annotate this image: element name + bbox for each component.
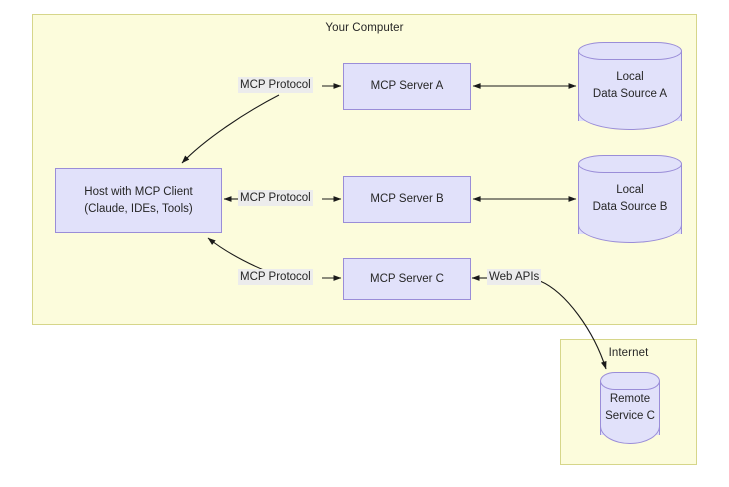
node-local-data-source-a-line2: Data Source A <box>592 88 668 100</box>
container-internet: Internet <box>560 339 697 465</box>
node-local-data-source-b[interactable]: Local Data Source B <box>578 155 682 243</box>
node-mcp-server-a[interactable]: MCP Server A <box>343 63 471 110</box>
node-remote-service-c-line2: Service C <box>605 410 655 422</box>
cylinder-top <box>578 155 682 173</box>
node-local-data-source-b-line2: Data Source B <box>592 201 668 213</box>
node-host-with-mcp-client[interactable]: Host with MCP Client (Claude, IDEs, Tool… <box>55 168 222 233</box>
container-internet-title: Internet <box>608 347 649 359</box>
edge-label-mcp-protocol-c: MCP Protocol <box>238 269 313 286</box>
edge-label-mcp-protocol-b: MCP Protocol <box>238 190 313 207</box>
node-mcp-server-b[interactable]: MCP Server B <box>343 176 471 223</box>
edge-web-apis-to-remote-c-curve <box>539 280 607 370</box>
node-local-data-source-b-label: Local Data Source B <box>578 182 682 217</box>
cylinder-body <box>578 51 682 121</box>
node-mcp-server-b-label: MCP Server B <box>370 193 444 206</box>
node-remote-service-c-line1: Remote <box>609 392 651 405</box>
container-your-computer-title: Your Computer <box>325 22 404 34</box>
node-local-data-source-a-label: Local Data Source A <box>578 69 682 104</box>
edge-label-mcp-protocol-a: MCP Protocol <box>238 77 313 94</box>
edge-server-a-to-host-curve <box>181 94 280 164</box>
node-remote-service-c[interactable]: Remote Service C <box>600 372 660 444</box>
node-host-label-line2: (Claude, IDEs, Tools) <box>84 202 193 215</box>
node-local-data-source-b-line1: Local <box>616 183 644 196</box>
node-host-label-line1: Host with MCP Client <box>84 185 193 198</box>
node-mcp-server-a-label: MCP Server A <box>370 80 444 93</box>
node-mcp-server-c[interactable]: MCP Server C <box>343 258 471 300</box>
node-remote-service-c-label: Remote Service C <box>600 391 660 426</box>
edge-label-web-apis: Web APIs <box>487 269 542 286</box>
node-mcp-server-c-label: MCP Server C <box>370 272 444 285</box>
cylinder-top <box>600 372 660 390</box>
node-local-data-source-a-line1: Local <box>616 70 644 83</box>
cylinder-body <box>578 164 682 234</box>
node-local-data-source-a[interactable]: Local Data Source A <box>578 42 682 130</box>
cylinder-top <box>578 42 682 60</box>
